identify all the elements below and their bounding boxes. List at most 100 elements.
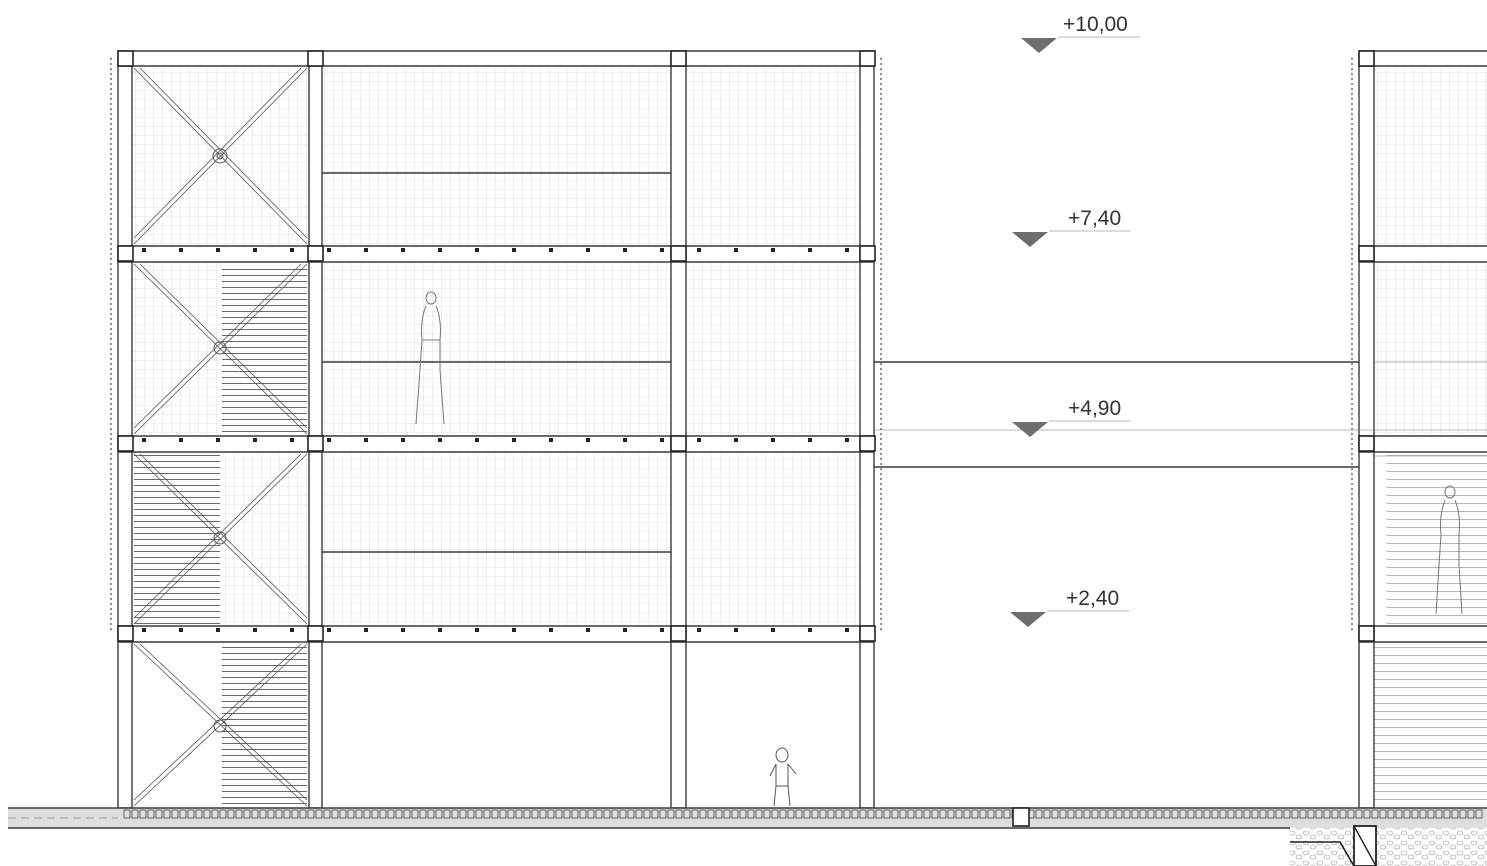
joist-tick	[808, 248, 812, 252]
paving-block	[467, 809, 475, 819]
paving-block	[339, 809, 347, 819]
paving-block	[1051, 809, 1059, 819]
joist-tick	[586, 248, 590, 252]
level-marker-7-40: +7,40	[1012, 207, 1131, 247]
paving-block	[1419, 809, 1427, 819]
joist-tick	[475, 628, 479, 632]
paving-block	[483, 809, 491, 819]
paving-block	[1371, 809, 1379, 819]
paving-block	[435, 809, 443, 819]
paving-block	[1219, 809, 1227, 819]
paving-block	[555, 809, 563, 819]
paving-block	[723, 809, 731, 819]
joist-tick	[179, 248, 183, 252]
paving-block	[603, 809, 611, 819]
paving-block	[251, 809, 259, 819]
paving-block	[979, 809, 987, 819]
joist-tick	[549, 248, 553, 252]
paving-block	[571, 809, 579, 819]
paving-block	[1003, 809, 1011, 819]
level-label: +10,00	[1063, 13, 1128, 36]
joist-tick	[216, 248, 220, 252]
paving-block	[931, 809, 939, 819]
paving-block	[1475, 809, 1483, 819]
paving-block	[1403, 809, 1411, 819]
joist-tick	[475, 438, 479, 442]
paving-block	[1427, 809, 1435, 819]
paving-block	[963, 809, 971, 819]
paving-block	[1043, 809, 1051, 819]
paving-block	[883, 809, 891, 819]
paving-block	[1099, 809, 1107, 819]
joist-tick	[586, 438, 590, 442]
joist-tick	[623, 248, 627, 252]
level-label: +7,40	[1068, 207, 1121, 230]
paving-block	[771, 809, 779, 819]
paving-block	[563, 809, 571, 819]
stair-flights	[134, 264, 1487, 806]
joist-tick	[697, 438, 701, 442]
paving-block	[539, 809, 547, 819]
paving-block	[1283, 809, 1291, 819]
paving-block	[1411, 809, 1419, 819]
paving-block	[123, 809, 131, 819]
paving-block	[787, 809, 795, 819]
paving-block	[419, 809, 427, 819]
paving-block	[531, 809, 539, 819]
paving-block	[1115, 809, 1123, 819]
paving-block	[1235, 809, 1243, 819]
paving-block	[211, 809, 219, 819]
joist-tick	[438, 628, 442, 632]
joist-tick	[216, 438, 220, 442]
paving-block	[867, 809, 875, 819]
paving-block	[1307, 809, 1315, 819]
paving-block	[1075, 809, 1083, 819]
foundation-gravel	[1290, 825, 1487, 866]
paving-block	[731, 809, 739, 819]
paving-block	[411, 809, 419, 819]
paving-block	[1443, 809, 1451, 819]
paving-block	[747, 809, 755, 819]
paving-block	[1203, 809, 1211, 819]
paving-block	[1171, 809, 1179, 819]
paving-block	[1187, 809, 1195, 819]
joist-tick	[660, 628, 664, 632]
person-figure-upper	[415, 291, 445, 425]
paving-block	[139, 809, 147, 819]
paving-block	[179, 809, 187, 819]
paving-block	[1251, 809, 1259, 819]
paving-block	[667, 809, 675, 819]
paving-block	[507, 809, 515, 819]
paving-block	[1379, 809, 1387, 819]
paving-block	[347, 809, 355, 819]
paving-block	[1123, 809, 1131, 819]
joist-tick	[734, 628, 738, 632]
paving-block	[955, 809, 963, 819]
joist-tick	[586, 628, 590, 632]
paving-block	[947, 809, 955, 819]
paving-block	[819, 809, 827, 819]
joist-tick	[179, 438, 183, 442]
paving-block	[1451, 809, 1459, 819]
paving-block	[195, 809, 203, 819]
handrails	[322, 172, 671, 553]
person-figure-right	[1435, 485, 1463, 615]
paving-block	[187, 809, 195, 819]
paving-block	[987, 809, 995, 819]
joist-tick	[512, 438, 516, 442]
paving-block	[443, 809, 451, 819]
paving-block	[795, 809, 803, 819]
paving-block	[875, 809, 883, 819]
paving-block	[1139, 809, 1147, 819]
joist-tick	[253, 628, 257, 632]
joist-tick	[364, 438, 368, 442]
joist-tick	[438, 438, 442, 442]
level-label: +4,90	[1068, 397, 1121, 420]
paving-block	[219, 809, 227, 819]
floor-beams	[118, 50, 1487, 643]
paving-block	[491, 809, 499, 819]
joist-tick	[623, 628, 627, 632]
paving-block	[1091, 809, 1099, 819]
joist-tick	[401, 248, 405, 252]
